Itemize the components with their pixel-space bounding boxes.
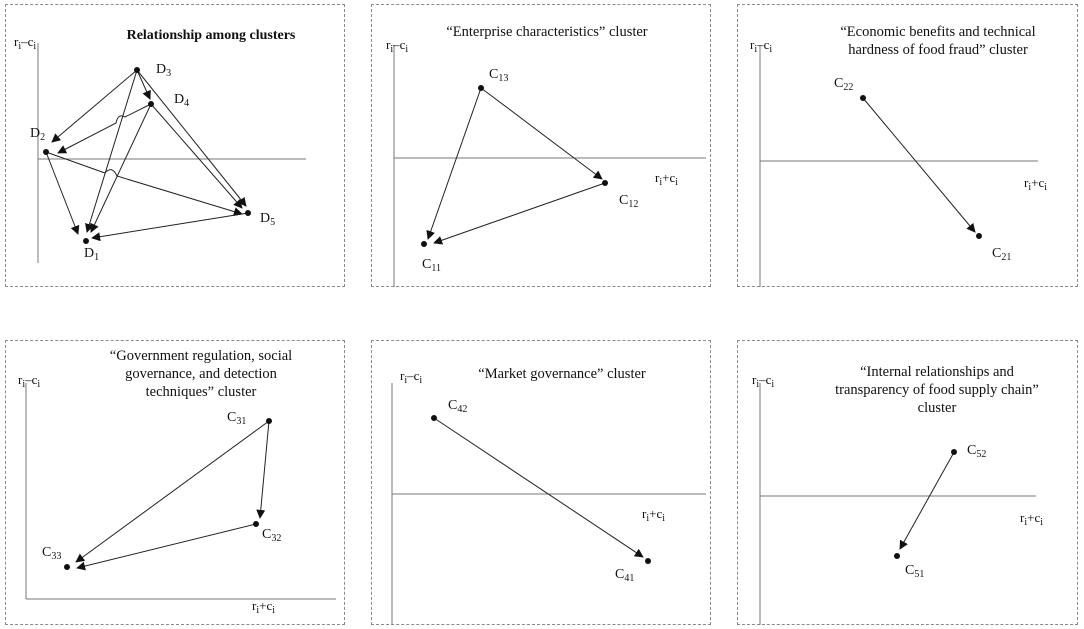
arrow-d3-d1: [85, 69, 138, 233]
arrow-c13-c12: [480, 87, 603, 180]
x-axis-label: ri+ci: [1024, 175, 1048, 194]
diagram-canvas: [393, 45, 706, 287]
arrow-d4-d1: [90, 103, 152, 233]
panel-title: “Enterprise characteristics” cluster: [446, 24, 648, 40]
panel-title: Relationship among clusters: [126, 28, 296, 43]
node-label-c21: C21: [992, 246, 1012, 263]
arrow-d3-d4: [136, 69, 151, 100]
y-axis-label: ri–ci: [752, 372, 775, 391]
panel-enterprise-characteristics: “Enterprise characteristics” cluster ri–…: [371, 4, 711, 287]
node-label-c33: C33: [42, 545, 62, 562]
node-label-d4: D4: [174, 92, 190, 109]
arrow-d3-d5: [136, 69, 247, 207]
diagram-canvas: [759, 45, 1038, 287]
arrow-d4-d2: [57, 103, 152, 154]
panel-title: “Economic benefits and technical hardnes…: [840, 24, 1036, 58]
diagram-canvas: [25, 383, 336, 600]
node-c11: [421, 241, 427, 247]
node-label-d2: D2: [30, 126, 46, 143]
arrow-c12-c11: [433, 182, 606, 245]
y-axis-label: ri–ci: [386, 37, 409, 56]
node-d5: [245, 210, 251, 216]
node-c42: [431, 415, 437, 421]
node-label-d3: D3: [156, 62, 172, 79]
node-c51: [894, 553, 900, 559]
y-axis-label: ri–ci: [18, 372, 41, 391]
node-c31: [266, 418, 272, 424]
node-d4: [148, 101, 154, 107]
x-axis-label: ri+ci: [1020, 510, 1044, 529]
node-label-c12: C12: [619, 193, 639, 210]
node-label-c52: C52: [967, 443, 987, 460]
node-label-c41: C41: [615, 567, 635, 584]
node-d2: [43, 149, 49, 155]
arrow-c42-c41: [433, 417, 644, 558]
arrow-c13-c11: [426, 87, 482, 240]
panel-title: “Internal relationships and transparency…: [835, 364, 1039, 416]
node-label-d5: D5: [260, 211, 276, 228]
y-axis-label: ri–ci: [750, 37, 773, 56]
panel-internal-relationships: “Internal relationships and transparency…: [737, 340, 1078, 625]
node-c13: [478, 85, 484, 91]
diagram-canvas: [391, 383, 706, 625]
x-axis-label: ri+ci: [642, 506, 666, 525]
node-c41: [645, 558, 651, 564]
node-c12: [602, 180, 608, 186]
arrow-c32-c33: [76, 523, 257, 571]
arrow-c52-c51: [899, 453, 954, 550]
arrow-d5-d1: [91, 212, 249, 242]
node-label-c32: C32: [262, 527, 282, 544]
arrow-d2-d5: [45, 151, 243, 216]
x-axis-label: ri+ci: [655, 170, 679, 189]
panel-title: “Market governance” cluster: [478, 366, 646, 382]
arrow-d2-d1: [45, 151, 80, 235]
arrow-d4-d5: [150, 103, 243, 209]
node-c52: [951, 449, 957, 455]
arrow-c31-c33: [75, 420, 270, 563]
node-d1: [83, 238, 89, 244]
node-label-c42: C42: [448, 398, 468, 415]
arrow-c31-c32: [256, 420, 270, 519]
node-c21: [976, 233, 982, 239]
node-label-c13: C13: [489, 67, 509, 84]
panel-government-regulation: “Government regulation, social governanc…: [5, 340, 345, 625]
panel-title: “Government regulation, social governanc…: [109, 348, 293, 400]
node-c22: [860, 95, 866, 101]
panel-market-governance: “Market governance” cluster ri–ci ri+ci …: [371, 340, 711, 625]
y-axis-label: ri–ci: [14, 34, 37, 53]
x-axis-label: ri+ci: [252, 598, 276, 617]
y-axis-label: ri–ci: [400, 368, 423, 387]
node-label-c11: C11: [422, 257, 441, 274]
node-label-c22: C22: [834, 76, 854, 93]
panel-relationship-among-clusters: Relationship among clusters ri–ci D1 D2 …: [5, 4, 345, 287]
node-label-c31: C31: [227, 410, 247, 427]
diagram-canvas: [37, 43, 306, 263]
arrow-c22-c21: [862, 97, 976, 233]
node-label-d1: D1: [84, 246, 100, 263]
node-d3: [134, 67, 140, 73]
diagram-canvas: [759, 383, 1036, 625]
node-c32: [253, 521, 259, 527]
node-c33: [64, 564, 70, 570]
panel-economic-benefits: “Economic benefits and technical hardnes…: [737, 4, 1078, 287]
node-label-c51: C51: [905, 563, 925, 580]
arrow-d3-d2: [51, 69, 138, 143]
